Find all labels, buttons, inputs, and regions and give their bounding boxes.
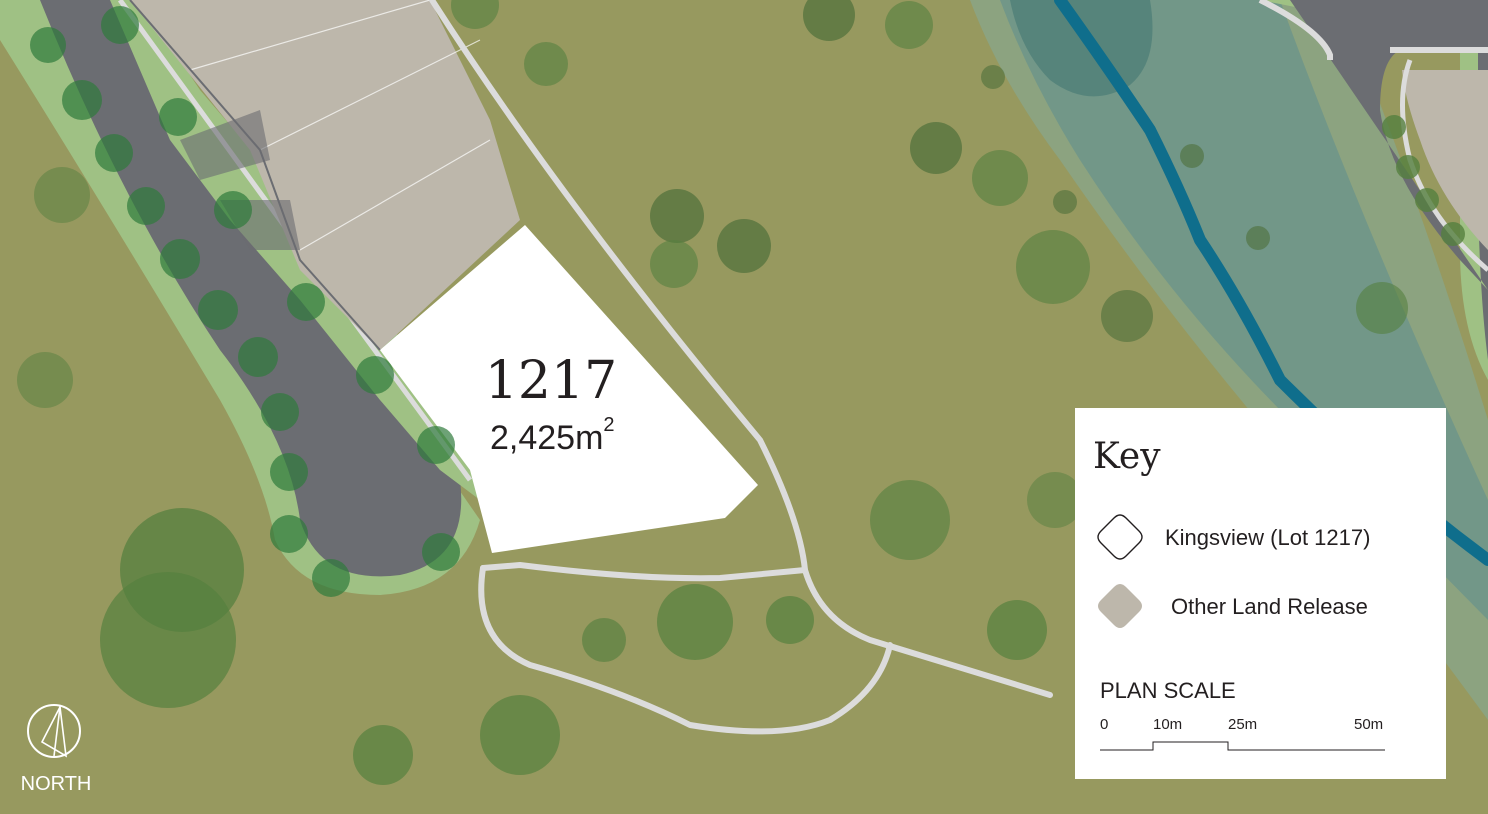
tree <box>356 356 394 394</box>
tree <box>95 134 133 172</box>
tree <box>650 240 698 288</box>
tree <box>312 559 350 597</box>
scale-tick-50m: 50m <box>1354 716 1384 733</box>
tree <box>1180 144 1204 168</box>
tree <box>1415 188 1439 212</box>
tree <box>717 219 771 273</box>
lot-1217[interactable] <box>380 225 758 553</box>
tree <box>270 453 308 491</box>
tree <box>1016 230 1090 304</box>
north-label: NORTH <box>21 773 92 795</box>
tree <box>870 480 950 560</box>
diamond-filled-icon <box>1098 584 1142 628</box>
tree <box>160 239 200 279</box>
tree <box>803 0 855 41</box>
tree <box>287 283 325 321</box>
scale-bar <box>1100 741 1385 751</box>
tree <box>1027 472 1083 528</box>
tree <box>1356 282 1408 334</box>
key-item-kingsview: Kingsview (Lot 1217) <box>1095 512 1435 562</box>
scale-tick-25m: 25m <box>1228 716 1258 733</box>
tree <box>214 191 252 229</box>
tree <box>766 596 814 644</box>
tree <box>1101 290 1153 342</box>
tree <box>885 1 933 49</box>
tree <box>1382 115 1406 139</box>
lot-area: 2,425m2 <box>490 414 615 457</box>
tree <box>34 167 90 223</box>
tree <box>101 6 139 44</box>
tree <box>261 393 299 431</box>
tree <box>198 290 238 330</box>
tree <box>238 337 278 377</box>
tree <box>159 98 197 136</box>
tree <box>1441 222 1465 246</box>
trees <box>17 0 1465 785</box>
north-arrow-icon <box>27 704 81 758</box>
plan-scale-title: PLAN SCALE <box>1100 678 1236 703</box>
key-item-other-land-release: Other Land Release <box>1095 581 1435 631</box>
tree <box>270 515 308 553</box>
tree <box>17 352 73 408</box>
tree <box>657 584 733 660</box>
tree <box>1396 155 1420 179</box>
tree <box>127 187 165 225</box>
tree <box>987 600 1047 660</box>
key-item-label: Other Land Release <box>1171 594 1368 619</box>
tree <box>417 426 455 464</box>
tree <box>480 695 560 775</box>
lot-area-superscript: 2 <box>603 414 614 436</box>
tree <box>1053 190 1077 214</box>
tree <box>422 533 460 571</box>
scale-tick-0: 0 <box>1100 716 1109 733</box>
tree <box>30 27 66 63</box>
scale-tick-10m: 10m <box>1153 716 1183 733</box>
tree <box>910 122 962 174</box>
tree <box>100 572 236 708</box>
tree <box>524 42 568 86</box>
map-key-panel: Key Kingsview (Lot 1217) Other Land Rele… <box>1075 408 1446 779</box>
lot-number: 1217 <box>485 351 617 411</box>
footpaths <box>429 0 1053 735</box>
land-release-lots <box>130 0 520 350</box>
tree <box>1246 226 1270 250</box>
tree <box>981 65 1005 89</box>
tree <box>582 618 626 662</box>
tree <box>451 0 499 29</box>
tree <box>62 80 102 120</box>
diamond-outline-icon <box>1097 514 1143 560</box>
lot-area-value: 2,425m <box>490 419 603 457</box>
key-item-label: Kingsview (Lot 1217) <box>1165 525 1371 550</box>
tree <box>650 189 704 243</box>
key-title: Key <box>1093 436 1161 477</box>
tree <box>972 150 1028 206</box>
tree <box>353 725 413 785</box>
